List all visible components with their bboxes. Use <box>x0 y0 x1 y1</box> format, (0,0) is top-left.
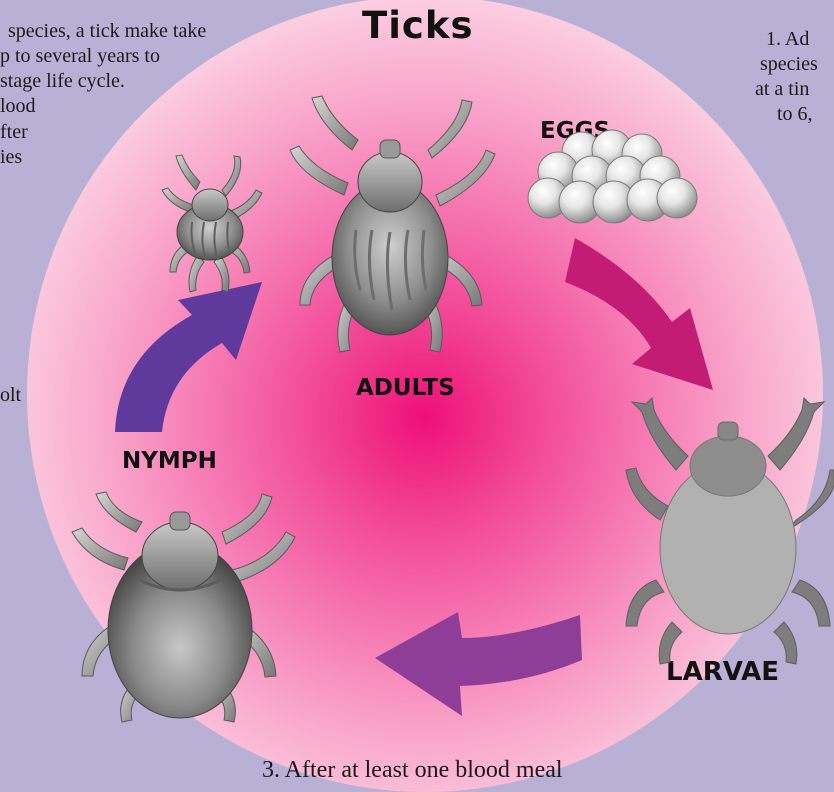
small-adult-tick-icon <box>162 155 262 292</box>
arrow-to-larvae-icon <box>565 238 713 390</box>
larva-tick-icon <box>626 398 834 664</box>
life-cycle-graphics <box>0 0 834 774</box>
arrow-to-adults-icon <box>115 282 262 432</box>
adult-tick-icon <box>290 96 495 352</box>
arrow-to-nymph-icon <box>375 612 582 716</box>
nymph-tick-icon <box>72 492 295 722</box>
eggs-icon <box>528 130 697 223</box>
